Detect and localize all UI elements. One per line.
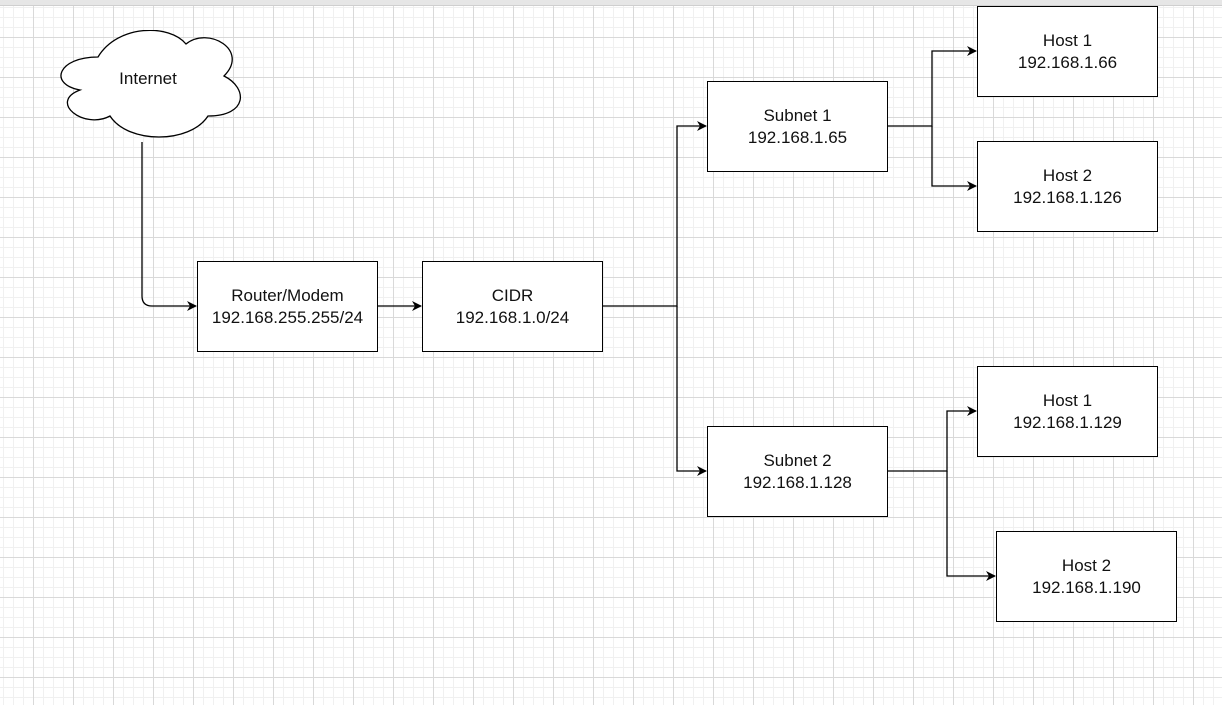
edge-subnet2-host2 [946, 471, 996, 581]
router-title: Router/Modem [231, 285, 344, 305]
edge-subnet1-host2 [931, 126, 977, 191]
subnet1-host2-title: Host 2 [1042, 165, 1093, 185]
subnet1-host2-node[interactable]: Host 2 192.168.1.126 [977, 141, 1158, 232]
router-modem-node[interactable]: Router/Modem 192.168.255.255/24 [197, 261, 378, 352]
cidr-title: CIDR [491, 285, 534, 305]
router-address: 192.168.255.255/24 [211, 307, 364, 327]
subnet1-host1-node[interactable]: Host 1 192.168.1.66 [977, 6, 1158, 97]
subnet2-host1-node[interactable]: Host 1 192.168.1.129 [977, 366, 1158, 457]
subnet1-host1-title: Host 1 [1042, 30, 1093, 50]
subnet1-node[interactable]: Subnet 1 192.168.1.65 [707, 81, 888, 172]
edge-cidr-subnet2 [676, 306, 707, 476]
subnet2-title: Subnet 2 [763, 450, 832, 470]
subnet2-host2-address: 192.168.1.190 [1032, 577, 1141, 597]
edge-cidr-subnet1 [603, 121, 707, 307]
subnet1-host1-address: 192.168.1.66 [1017, 52, 1118, 72]
subnet1-address: 192.168.1.65 [747, 127, 848, 147]
subnet2-host1-title: Host 1 [1042, 390, 1093, 410]
subnet2-host2-node[interactable]: Host 2 192.168.1.190 [996, 531, 1177, 622]
subnet2-address: 192.168.1.128 [743, 472, 852, 492]
subnet2-host2-title: Host 2 [1061, 555, 1112, 575]
internet-label: Internet [119, 69, 177, 88]
edge-subnet1-host1 [888, 46, 977, 127]
subnet1-host2-address: 192.168.1.126 [1013, 187, 1122, 207]
subnet1-title: Subnet 1 [763, 105, 832, 125]
cloud-icon [60, 30, 241, 138]
edge-subnet2-host1 [888, 406, 977, 472]
cidr-address: 192.168.1.0/24 [455, 307, 570, 327]
subnet2-host1-address: 192.168.1.129 [1013, 412, 1122, 432]
internet-cloud[interactable]: Internet [46, 30, 254, 138]
edge-internet-router [141, 142, 197, 311]
subnet2-node[interactable]: Subnet 2 192.168.1.128 [707, 426, 888, 517]
cidr-node[interactable]: CIDR 192.168.1.0/24 [422, 261, 603, 352]
canvas-top-border [0, 0, 1222, 6]
